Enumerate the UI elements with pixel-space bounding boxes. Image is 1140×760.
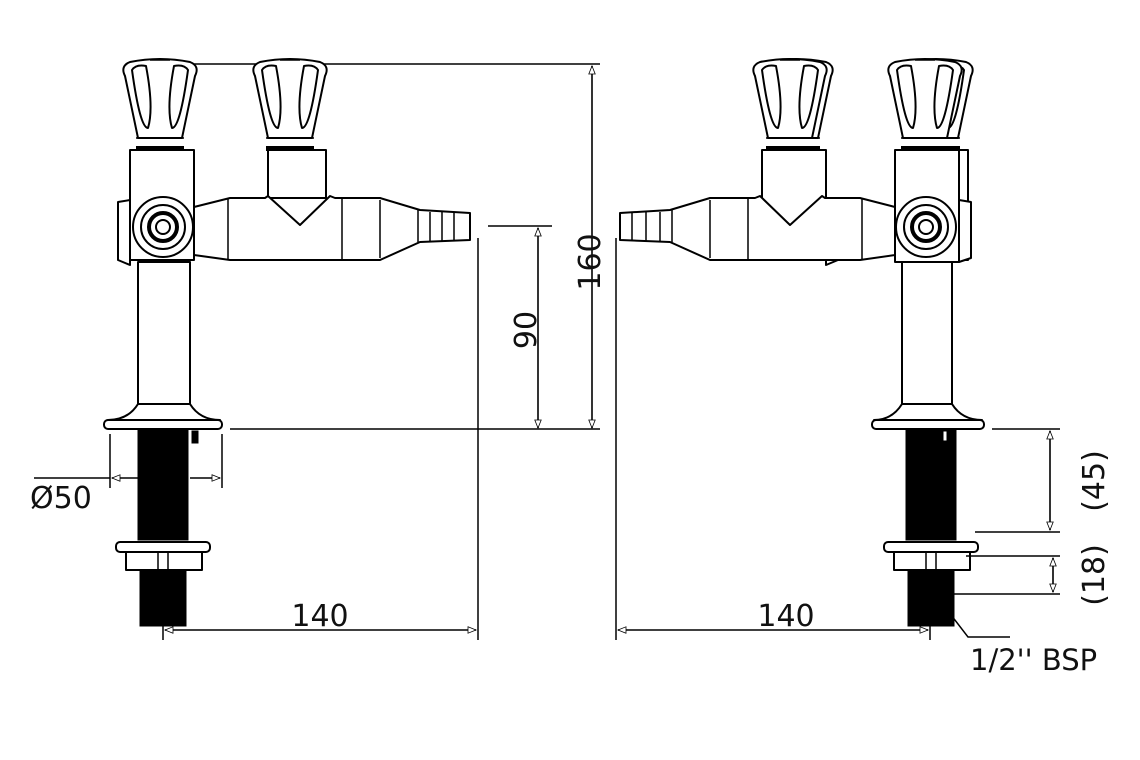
threaded-shank-right [883,429,979,627]
valve-body-2 [267,149,327,199]
mounting-flange-right [871,419,985,430]
mounting-flange [103,419,223,430]
right-tap-body: 140 (45) (18) 1/2'' BSP [615,58,1112,677]
thread-leader-line [937,597,1010,638]
dim-label-140-left: 140 [291,599,348,634]
dim-label-160: 160 [573,233,608,290]
dim-label-18: (18) [1077,544,1112,606]
dim-label-90: 90 [509,311,544,349]
riser-stem [137,261,191,413]
threaded-shank [115,429,211,627]
dim-label-diameter-50: Ø50 [30,481,92,516]
valve-knob-1 [122,58,198,152]
dim-label-140-right: 140 [757,599,814,634]
outlet-body-right [619,195,896,261]
left-tap-view: 160 90 140 Ø50 [30,58,608,640]
riser-stem-right [901,261,953,413]
side-outlet-port [132,196,194,258]
side-outlet-port-right [895,196,957,258]
dim-label-45: (45) [1077,450,1112,512]
outlet-body [193,195,471,261]
valve-knob-2 [252,58,328,152]
thread-spec-label: 1/2'' BSP [970,643,1097,677]
